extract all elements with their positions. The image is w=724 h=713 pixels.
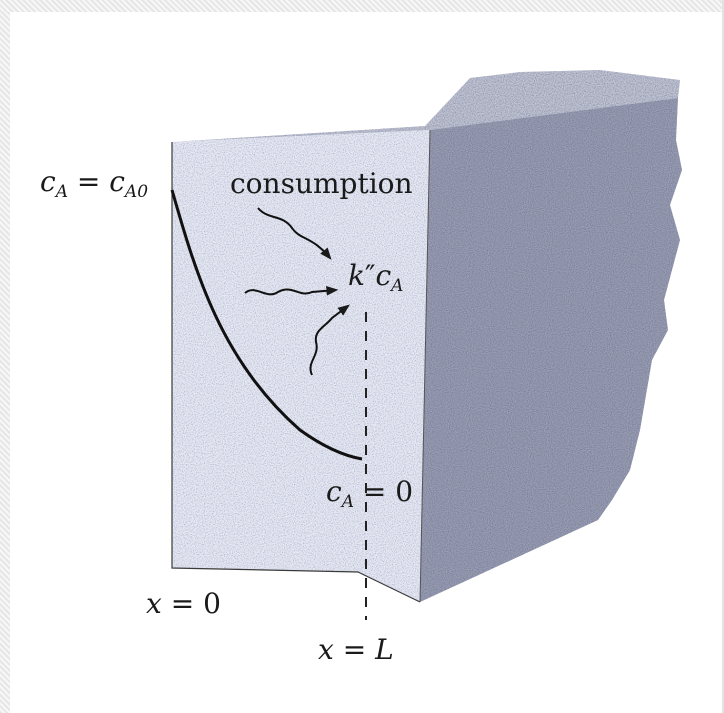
wavy-arrow-icon [244,286,339,296]
x-L-label: x = L [318,633,394,666]
x-zero-label: x = 0 [146,587,221,620]
end-concentration-label: cA = 0 [326,475,414,512]
slab-side-face [420,98,682,602]
concentration-curve [170,189,363,461]
wavy-arrow-icon [257,207,332,260]
wavy-arrow-icon [309,304,350,376]
slab-front-outline [171,142,421,603]
reaction-rate-label: k″cA [348,259,404,296]
scan-border-right [722,0,724,713]
slab-top-face [172,70,680,142]
surface-concentration-label: cA = cA0 [40,165,149,202]
consumption-label: consumption [230,167,413,200]
scan-border-top [0,0,724,12]
slab-front-right-edge [419,129,431,603]
slab-front-face [172,130,430,602]
scan-border-left [0,0,10,713]
